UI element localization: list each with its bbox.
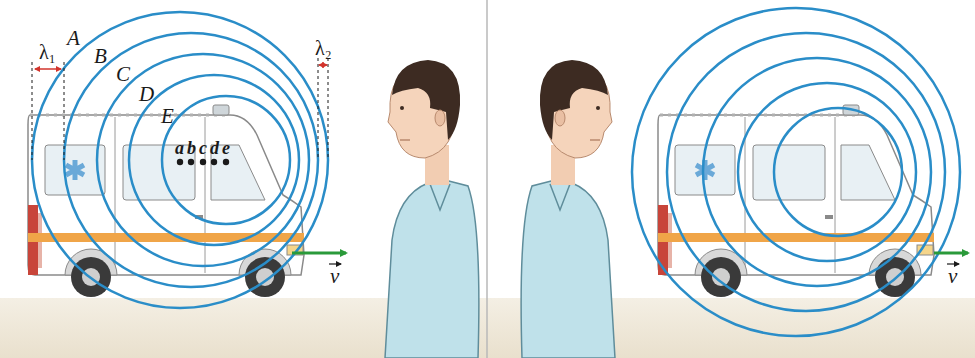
listener xyxy=(521,60,615,358)
position-label: e xyxy=(221,139,231,157)
velocity-label: v xyxy=(947,266,958,287)
wavelength-label: λ₂ xyxy=(314,38,333,58)
wave-label: A xyxy=(66,28,81,49)
source-dots xyxy=(177,159,229,165)
position-label: a xyxy=(174,139,185,157)
wavelength-label: λ₁ xyxy=(38,42,57,62)
velocity-label: v xyxy=(329,266,340,287)
wave-label: D xyxy=(138,84,155,105)
listener xyxy=(385,60,479,358)
position-label: d xyxy=(209,139,220,157)
position-label: b xyxy=(186,139,197,157)
velocity-arrow xyxy=(934,252,968,255)
wave-label: E xyxy=(160,106,175,127)
divider xyxy=(486,0,488,358)
vector-arrow xyxy=(329,263,341,264)
wave-label: C xyxy=(115,64,131,85)
wavelength-arrow xyxy=(319,64,327,66)
ambulance xyxy=(28,105,304,297)
position-label: c xyxy=(198,139,208,157)
wavefronts xyxy=(32,8,960,336)
vector-arrow xyxy=(947,263,959,264)
velocity-arrow xyxy=(292,252,346,255)
wave-label: B xyxy=(93,46,108,67)
ambulance xyxy=(658,105,934,297)
wavelength-arrow xyxy=(35,68,61,70)
wavelength-guides xyxy=(32,58,328,160)
